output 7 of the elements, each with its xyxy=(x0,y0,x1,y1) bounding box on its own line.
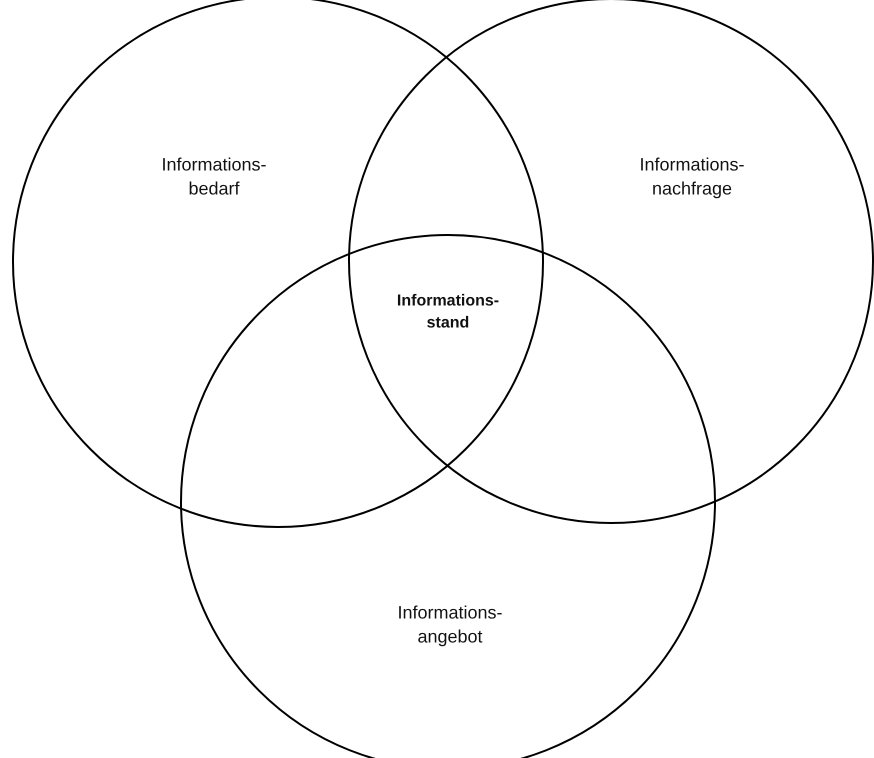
circle-label: Informations- bedarf xyxy=(161,154,267,201)
circle-label: Informations- nachfrage xyxy=(639,154,745,201)
intersection-label: Informations- stand xyxy=(396,291,500,333)
venn-circle xyxy=(180,234,716,758)
venn-circle xyxy=(12,0,544,528)
venn-circle xyxy=(348,0,874,524)
circle-label: Informations- angebot xyxy=(397,602,503,649)
